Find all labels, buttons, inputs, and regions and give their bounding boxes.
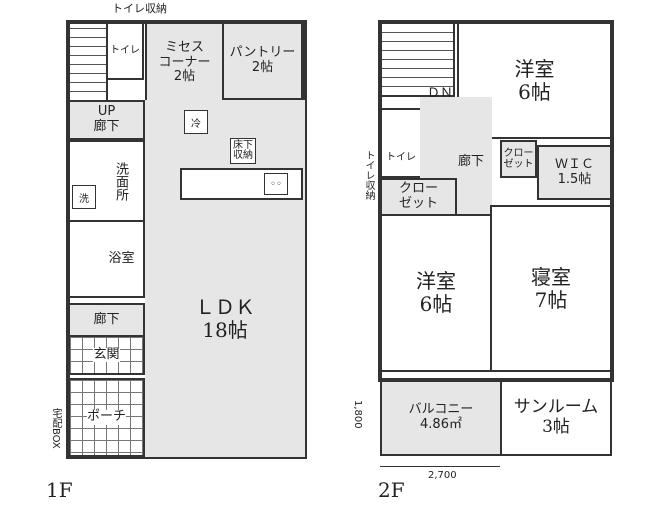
toilet-storage-label-2f: トイレ収納 (363, 150, 374, 200)
bedroom-0-label: 寝室 (531, 264, 571, 289)
western1-0-label: 洋室 (514, 56, 555, 81)
underfloor-storage: 床下収納 (230, 138, 256, 164)
bedroom-1-label: 7帖 (534, 287, 568, 312)
toilet-storage-label: トイレ収納 (112, 2, 167, 15)
porch-label: ポーチ (86, 409, 126, 425)
pantry-1-label: 2帖 (251, 60, 274, 75)
stove-icon: ◦◦ (264, 173, 288, 195)
closet-small-0-label: クロー (503, 147, 534, 159)
entrance: 玄関 (68, 335, 145, 375)
closet-small-1-label: ゼット (503, 159, 534, 170)
dimension-line (380, 466, 500, 467)
western2-0-label: 洋室 (416, 269, 456, 293)
hall-2f-label: 廊下 (458, 154, 485, 169)
wic-0-label: ＷＩＣ (554, 156, 594, 172)
closet: クローゼット (380, 178, 457, 216)
stairs-2f (380, 22, 455, 97)
wic-1-label: 1.5帖 (557, 171, 592, 187)
misesu-0-label: ミセス (164, 39, 204, 55)
misesu-1-label: コーナー (158, 54, 211, 70)
misesu-2-label: 2帖 (173, 69, 196, 85)
hall-label: 廊下 (93, 311, 120, 327)
delivery-box-label: 宅配BOX (50, 408, 61, 449)
washer-icon: 洗 (72, 185, 96, 209)
hall-1f: 廊下 (68, 303, 145, 337)
entrance-label: 玄関 (93, 346, 120, 363)
sunroom-1-label: 3帖 (542, 417, 570, 437)
rooms-toilet-label: トイレ (386, 152, 416, 164)
porch: ポーチ (68, 378, 145, 457)
ldk-1-label: 18帖 (202, 317, 248, 342)
toilet-2f: トイレ (380, 108, 422, 178)
washroom-label: 洗面所 (112, 161, 128, 201)
balcony-0-label: バルコニー (408, 402, 474, 418)
stairs-1f (68, 22, 108, 102)
western2-1-label: 6帖 (419, 292, 453, 316)
closet-1-label: ゼット (398, 196, 438, 211)
underfloor-label: 床下収納 (233, 140, 253, 161)
closet-small: クローゼット (500, 140, 537, 178)
toilet-label: トイレ (110, 45, 140, 57)
fridge-icon: 冷 (184, 110, 208, 134)
western1-1-label: 6帖 (518, 79, 551, 104)
closet-0-label: クロー (398, 181, 438, 197)
balcony-1-label: 4.86㎡ (420, 417, 462, 432)
toilet-1f: トイレ (106, 22, 144, 80)
bathroom: 浴室 (68, 220, 145, 298)
washer-label: 洗 (79, 193, 89, 205)
dimension-vertical: 1,800 (352, 400, 363, 429)
ldk-0-label: ＬＤＫ (195, 294, 255, 319)
pantry-0-label: パントリー (229, 45, 296, 61)
dimension-horizontal: 2,700 (428, 470, 457, 481)
hall-label: 廊下 (93, 119, 120, 134)
up-label: UP (97, 104, 116, 120)
dn-label: ＤＮ (427, 86, 454, 101)
bath-label: 浴室 (108, 250, 135, 266)
washroom: 洗面所 (68, 140, 145, 222)
floor2-label: 2F (378, 478, 405, 502)
sunroom-0-label: サンルーム (513, 397, 599, 418)
fridge-label: 冷 (191, 118, 201, 130)
floor1-label: 1F (46, 478, 73, 502)
